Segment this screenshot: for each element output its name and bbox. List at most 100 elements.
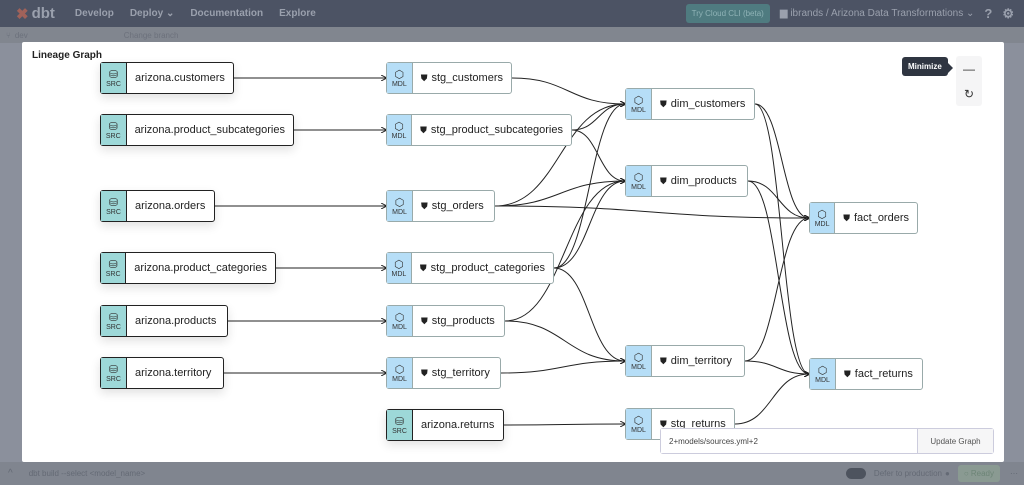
lineage-node[interactable]: ⬡MDL⛊stg_product_subcategories — [386, 114, 572, 146]
lineage-edge — [494, 205, 809, 218]
lineage-edges — [215, 42, 1004, 462]
database-icon: ⛁ — [108, 197, 119, 209]
graph-selector: Update Graph — [660, 428, 994, 454]
cube-icon: ⬡ — [394, 121, 404, 133]
lineage-edge — [747, 180, 809, 218]
lineage-node[interactable]: ⬡MDL⛊stg_customers — [386, 62, 512, 94]
node-name: arizona.orders — [135, 200, 206, 212]
node-type-label: SRC — [106, 209, 121, 216]
lineage-edge — [754, 103, 809, 218]
defer-toggle[interactable] — [845, 468, 866, 479]
nav-documentation[interactable]: Documentation — [190, 8, 264, 19]
lineage-node[interactable]: ⬡MDL⛊dim_territory — [625, 345, 745, 377]
project-name: Arizona Data Transformations — [830, 8, 964, 19]
lineage-edge — [734, 374, 809, 425]
node-label: ⛊dim_customers — [652, 89, 753, 119]
node-name: stg_products — [431, 315, 495, 327]
cube-icon: ⬡ — [633, 352, 644, 364]
lineage-node[interactable]: ⬡MDL⛊stg_territory — [386, 357, 501, 389]
gear-icon[interactable]: ⚙ — [1002, 5, 1014, 21]
node-label: arizona.product_subcategories — [127, 115, 293, 145]
lineage-edge — [494, 104, 625, 207]
lineage-edge — [504, 320, 625, 361]
cube-icon: ⬡ — [394, 312, 405, 324]
update-graph-button[interactable]: Update Graph — [917, 429, 993, 453]
node-type-label: MDL — [631, 184, 646, 191]
cube-icon: ⬡ — [633, 95, 644, 107]
dbt-logo-icon: ✖ — [16, 5, 29, 23]
cube-icon: ⬡ — [633, 172, 644, 184]
project-selector[interactable]: ▆ ibrands / Arizona Data Transformations… — [779, 8, 975, 19]
lineage-node[interactable]: ⬡MDL⛊stg_products — [386, 305, 505, 337]
lineage-node[interactable]: ⛁SRC arizona.orders — [100, 190, 215, 222]
node-type-label: SRC — [106, 376, 121, 383]
minimize-icon[interactable]: — — [963, 61, 975, 76]
status-text: Ready — [970, 469, 994, 478]
refresh-icon[interactable]: ↻ — [963, 86, 975, 101]
lineage-edge — [744, 360, 809, 374]
node-name: stg_orders — [431, 200, 484, 212]
nav-deploy[interactable]: Deploy ⌄ — [130, 8, 175, 19]
node-name: fact_returns — [854, 368, 913, 380]
cube-icon: ⬡ — [394, 69, 405, 81]
more-icon[interactable]: ⋯ — [1010, 469, 1018, 478]
node-type-label: MDL — [631, 364, 646, 371]
lineage-node[interactable]: ⬡MDL⛊fact_orders — [809, 202, 918, 234]
node-type-label: MDL — [392, 376, 407, 383]
lineage-node[interactable]: ⬡MDL⛊stg_orders — [386, 190, 495, 222]
change-branch-link[interactable]: Change branch — [123, 30, 179, 40]
node-type-label: SRC — [105, 271, 121, 278]
minimize-tooltip: Minimize — [902, 57, 953, 76]
lineage-edge — [500, 361, 625, 374]
node-type-label: MDL — [391, 81, 407, 88]
shield-icon: ⛊ — [419, 262, 427, 273]
expand-icon[interactable]: ^ — [8, 468, 13, 479]
node-name: arizona.products — [135, 315, 217, 327]
lineage-edge — [553, 267, 625, 361]
command-input[interactable]: dbt build --select <model_name> — [28, 469, 146, 478]
modal-title: Lineage Graph — [32, 50, 103, 61]
database-icon: ⛁ — [108, 69, 119, 81]
node-name: arizona.returns — [421, 419, 495, 431]
lineage-edge — [504, 181, 625, 322]
shield-icon: ⛊ — [420, 72, 428, 83]
nav-explore[interactable]: Explore — [279, 8, 316, 19]
node-type-label: MDL — [391, 271, 407, 278]
try-cloud-cli-button[interactable]: Try Cloud CLI (beta) — [685, 4, 770, 23]
node-type-badge: ⬡MDL — [387, 306, 413, 336]
lineage-edge — [571, 104, 625, 131]
node-name: dim_products — [670, 175, 737, 187]
defer-label: Defer to production — [873, 469, 942, 478]
lineage-node[interactable]: ⬡MDL⛊fact_returns — [809, 358, 923, 390]
shield-icon: ⛊ — [420, 124, 427, 135]
help-icon[interactable]: ? — [984, 6, 993, 21]
node-name: stg_returns — [670, 418, 726, 430]
node-type-label: MDL — [392, 324, 407, 331]
selector-input[interactable] — [661, 429, 917, 453]
lineage-node[interactable]: ⬡MDL⛊stg_product_categories — [386, 252, 554, 284]
node-type-badge: ⬡MDL — [626, 89, 652, 119]
lineage-node[interactable]: ⬡MDL⛊dim_products — [625, 165, 748, 197]
folder-icon: ▆ — [779, 8, 788, 19]
account-name: ibrands — [790, 8, 824, 19]
node-label: ⛊stg_orders — [413, 191, 492, 221]
cube-icon: ⬡ — [394, 259, 404, 271]
nav-develop[interactable]: Develop — [74, 8, 114, 19]
dbt-logo[interactable]: ✖dbt — [16, 5, 55, 23]
database-icon: ⛁ — [108, 259, 118, 271]
database-icon: ⛁ — [108, 364, 119, 376]
node-type-badge: ⬡MDL — [387, 358, 413, 388]
lineage-node[interactable]: ⬡MDL⛊dim_customers — [625, 88, 755, 120]
node-type-label: MDL — [631, 107, 646, 114]
lineage-edge — [744, 218, 809, 362]
node-label: arizona.customers — [127, 63, 233, 93]
node-type-label: SRC — [392, 428, 407, 435]
lineage-edge — [553, 181, 625, 269]
